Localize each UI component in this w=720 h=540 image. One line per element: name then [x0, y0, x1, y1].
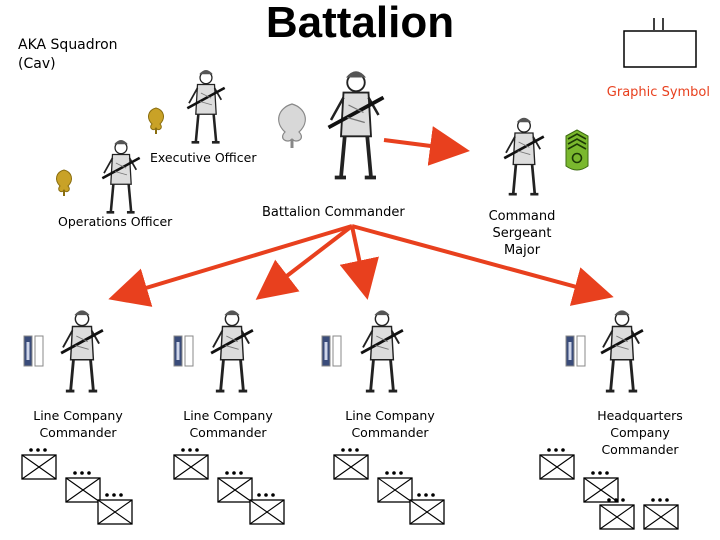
- line-company-commander-label: Line Company Commander: [183, 408, 273, 440]
- platoon-symbols-hq-company: [539, 447, 679, 530]
- silver-oak-leaf-rank-icon: [278, 103, 306, 148]
- operations-officer-label: Operations Officer: [58, 214, 173, 229]
- oak-leaf-rank-icon: [56, 169, 72, 196]
- battalion-commander-soldier: [326, 69, 386, 180]
- arrow-to-line-company-3: [339, 225, 379, 300]
- executive-officer-soldier: [186, 68, 226, 144]
- operations-officer-soldier: [101, 138, 141, 214]
- arrow-to-hq-company: [351, 224, 614, 306]
- line-company-commander-soldier: [359, 308, 405, 393]
- page-title: Battalion: [265, 0, 455, 47]
- platoon-symbols-company-2: [173, 447, 285, 525]
- captain-bars-rank-icon: [321, 335, 342, 367]
- platoon-symbols-company-1: [21, 447, 133, 525]
- arrow-to-line-company-1: [108, 224, 353, 307]
- line-company-commander-soldier: [59, 308, 105, 393]
- arrow-to-csm: [383, 126, 470, 166]
- captain-bars-rank-icon: [173, 335, 194, 367]
- aka-note: AKA Squadron (Cav): [18, 37, 118, 72]
- oak-leaf-rank-icon: [148, 107, 164, 134]
- arrow-to-line-company-2: [255, 224, 354, 300]
- captain-bars-rank-icon: [565, 335, 586, 367]
- captain-bars-rank-icon: [23, 335, 44, 367]
- headquarters-company-commander-label: Headquarters Company Commander: [597, 408, 683, 457]
- line-company-commander-soldier: [209, 308, 255, 393]
- sergeant-major-rank-icon: [565, 129, 589, 171]
- executive-officer-label: Executive Officer: [150, 150, 257, 165]
- command-arrows: [108, 126, 614, 307]
- line-company-commander-label: Line Company Commander: [345, 408, 435, 440]
- battalion-graphic-symbol: [623, 18, 697, 68]
- platoon-symbols-company-3: [333, 447, 445, 525]
- line-company-commander-label: Line Company Commander: [33, 408, 123, 440]
- headquarters-company-commander-soldier: [599, 308, 645, 393]
- battalion-commander-label: Battalion Commander: [262, 205, 405, 220]
- command-sergeant-major-soldier: [502, 116, 546, 196]
- command-sergeant-major-label: Command Sergeant Major: [488, 209, 556, 258]
- graphic-symbol-label: Graphic Symbol: [606, 85, 710, 100]
